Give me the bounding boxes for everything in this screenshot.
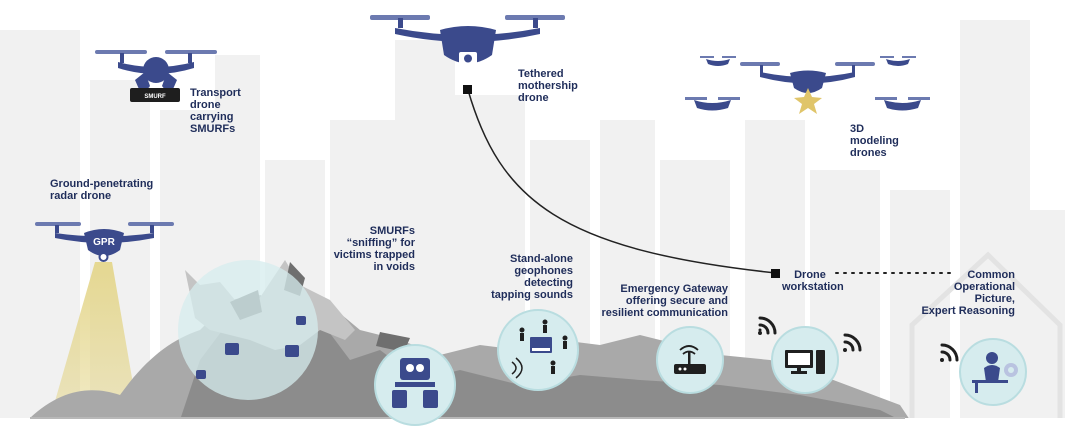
tether-cable	[467, 89, 777, 274]
workstation-node	[771, 269, 780, 278]
geophones-label: Stand-alone geophones detecting tapping …	[491, 253, 573, 301]
person-at-desk-gear-icon	[972, 352, 1018, 393]
mothership-anchor	[463, 85, 472, 94]
gpr-drone-icon	[35, 222, 174, 262]
smurf-robot-small-icons	[196, 316, 306, 379]
modeling-drone-small-1-icon	[700, 56, 736, 66]
wifi-signal-icon	[758, 316, 959, 362]
cop-label: Common Operational Picture, Expert Reaso…	[921, 269, 1015, 317]
workstation-label: Drone workstation	[782, 269, 844, 293]
transport-drone-icon	[95, 50, 217, 102]
smurf-box-label: SMURF	[144, 94, 166, 100]
modeling-drones-label: 3D modeling drones	[850, 123, 899, 159]
smurfs-label: SMURFs “sniffing” for victims trapped in…	[333, 225, 415, 273]
modeling-drone-small-4-icon	[875, 97, 930, 111]
modeling-drone-main-icon	[740, 62, 875, 114]
modeling-drone-small-3-icon	[685, 97, 740, 111]
radar-beam	[45, 262, 142, 436]
desktop-computer-icon	[785, 350, 825, 374]
transport-drone-label: Transport drone carrying SMURFs	[190, 87, 241, 135]
geophone-sensor-icon	[511, 319, 568, 379]
gateway-label: Emergency Gateway offering secure and re…	[601, 283, 728, 319]
gpr-badge-label: GPR	[93, 237, 115, 248]
modeling-drone-small-2-icon	[880, 56, 916, 66]
smurf-large-bubble	[178, 260, 318, 400]
tethered-mothership-label: Tethered mothership drone	[518, 68, 578, 104]
gpr-drone-label: Ground-penetrating radar drone	[50, 178, 154, 202]
house-outline	[909, 251, 1063, 420]
router-icon	[674, 345, 706, 374]
smurf-robot-icon	[392, 358, 438, 408]
mothership-drone-icon	[370, 15, 565, 65]
